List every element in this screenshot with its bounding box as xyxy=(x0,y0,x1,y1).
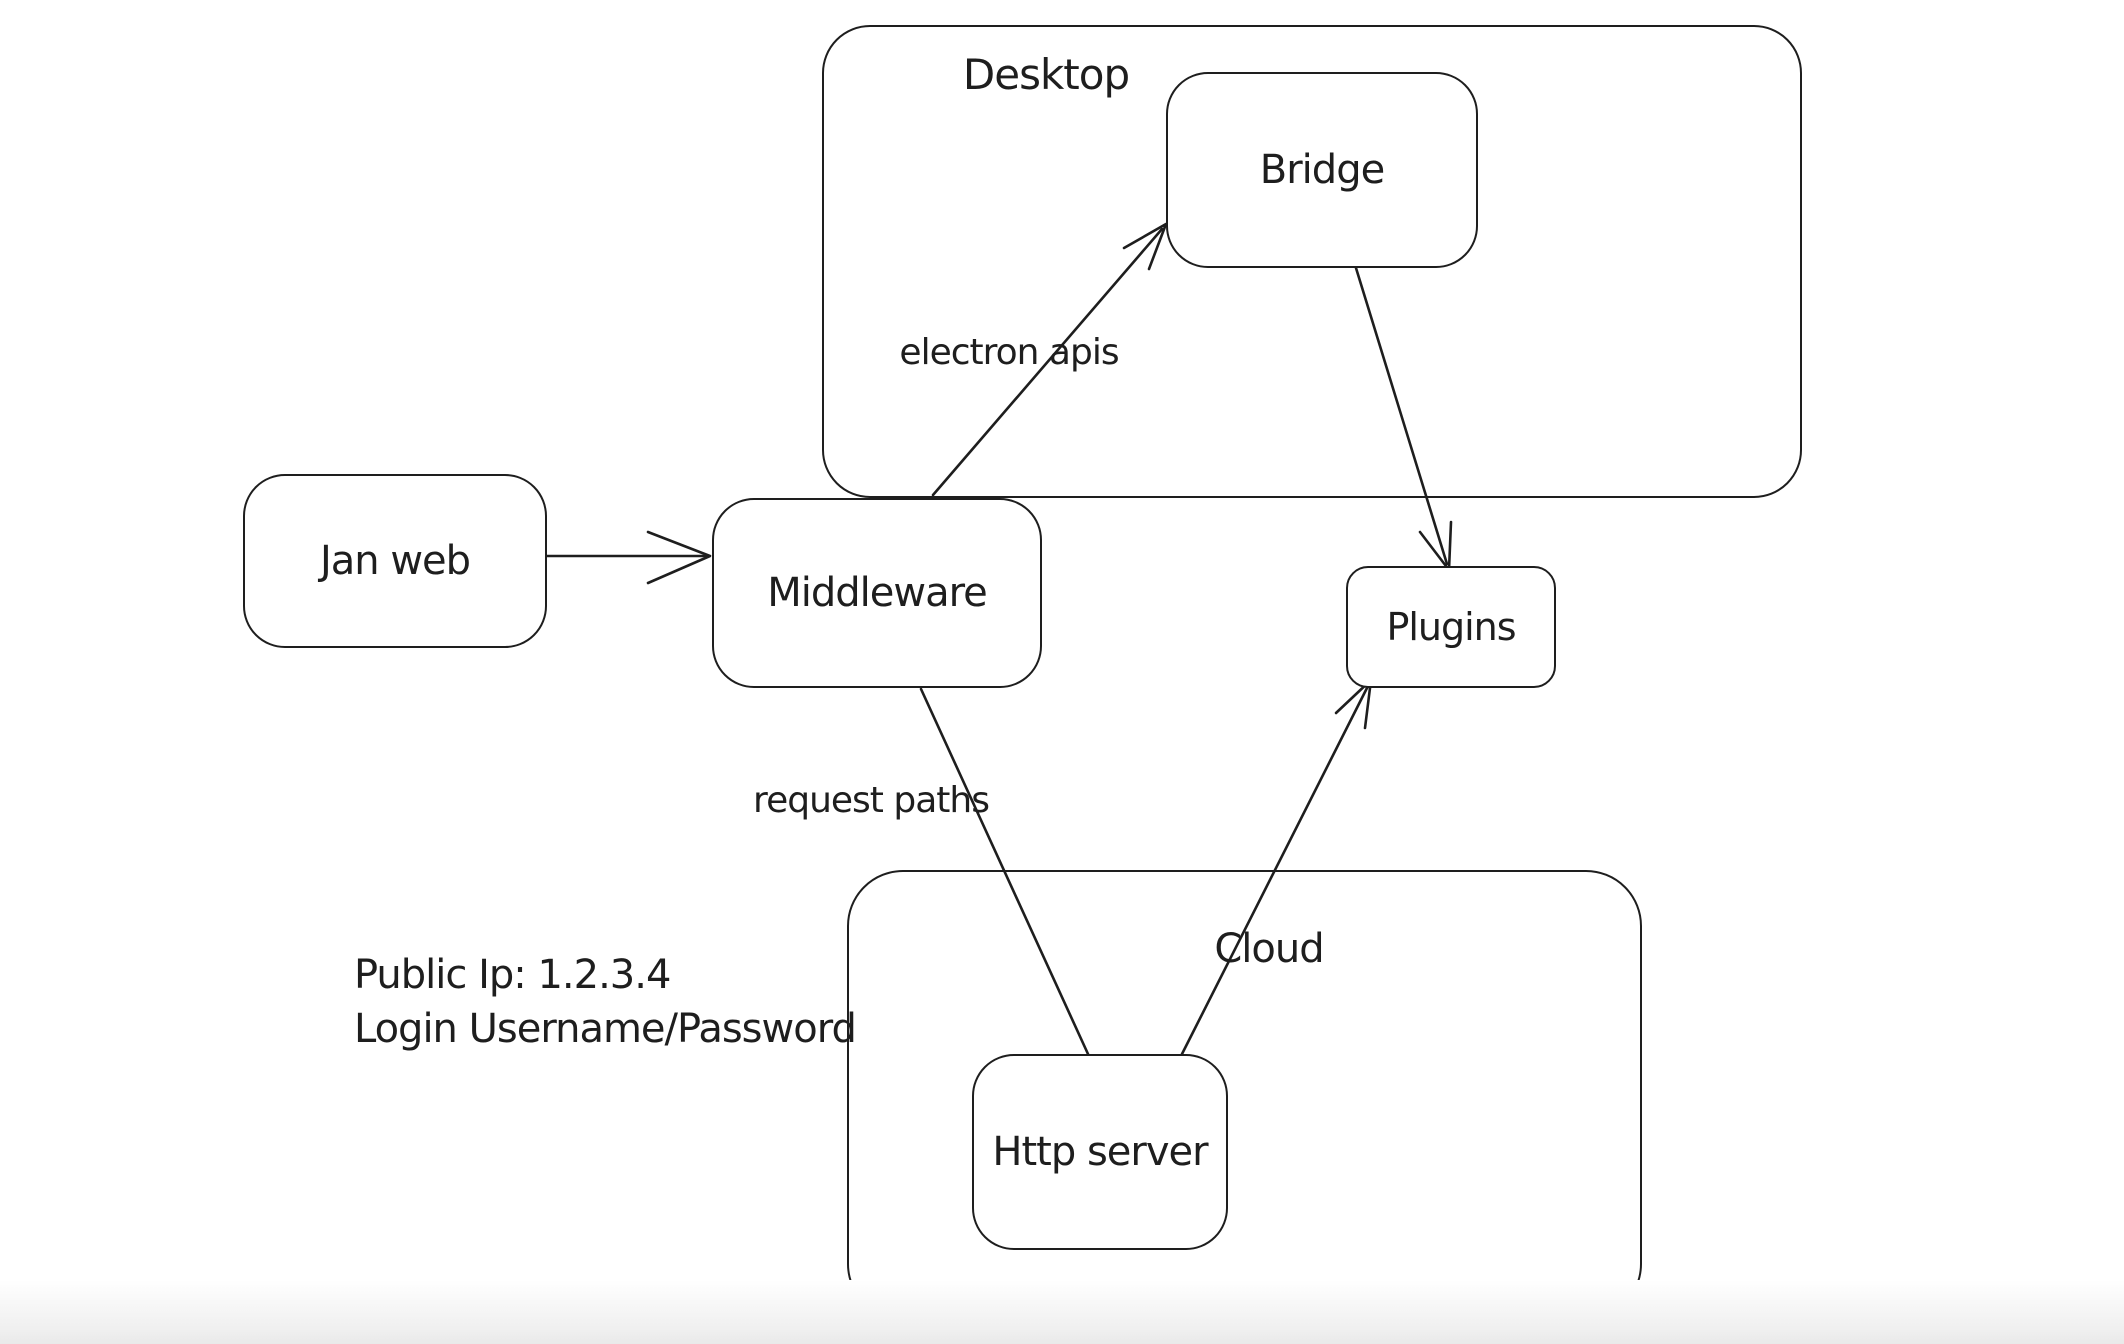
cloud-container-label: Cloud xyxy=(1214,926,1324,972)
edge-http-server-to-plugins[interactable] xyxy=(1180,678,1373,1056)
edge-middleware-to-http-server[interactable] xyxy=(919,687,1090,1056)
edge-jan-web-to-middleware[interactable] xyxy=(545,530,712,585)
node-jan-web-label: Jan web xyxy=(319,538,471,584)
desktop-container[interactable] xyxy=(822,25,1802,498)
node-middleware-label: Middleware xyxy=(767,570,988,616)
edge-bridge-to-plugins[interactable] xyxy=(1354,266,1453,572)
node-plugins-label: Plugins xyxy=(1386,605,1516,649)
node-plugins[interactable]: Plugins xyxy=(1346,566,1556,688)
node-http-server[interactable]: Http server xyxy=(972,1054,1228,1250)
node-jan-web[interactable]: Jan web xyxy=(243,474,547,648)
node-bridge[interactable]: Bridge xyxy=(1166,72,1478,268)
node-http-server-label: Http server xyxy=(992,1129,1208,1175)
edge-label-request-paths: request paths xyxy=(753,780,990,821)
bottom-fade xyxy=(0,1280,2124,1344)
annotation-public-ip: Public Ip: 1.2.3.4 xyxy=(354,952,671,998)
node-bridge-label: Bridge xyxy=(1259,147,1385,193)
annotation-login-credentials: Login Username/Password xyxy=(354,1006,857,1052)
node-middleware[interactable]: Middleware xyxy=(712,498,1042,688)
annotation-block: Public Ip: 1.2.3.4 Login Username/Passwo… xyxy=(354,948,857,1056)
desktop-container-label: Desktop xyxy=(962,50,1130,99)
edge-label-electron-apis: electron apis xyxy=(899,332,1119,373)
